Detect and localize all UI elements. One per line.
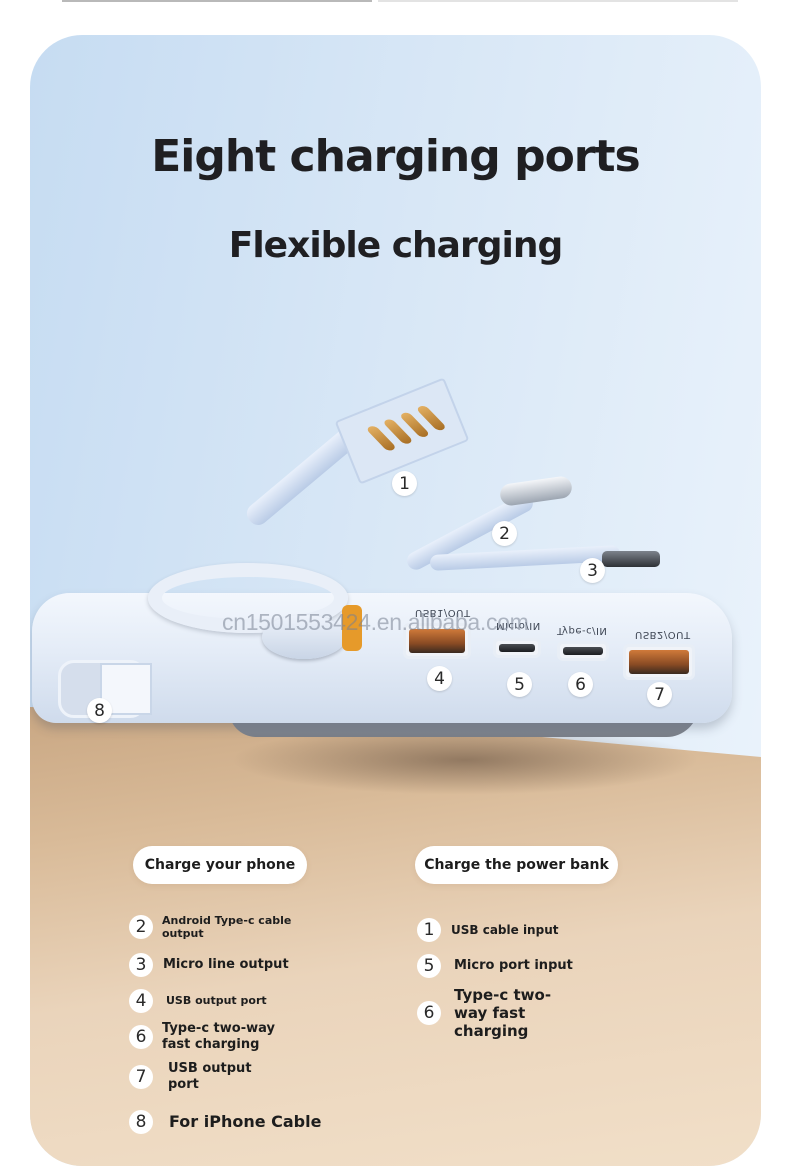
list-item: 2 Android Type-c cable output	[129, 914, 299, 940]
item-text: For iPhone Cable	[169, 1112, 322, 1132]
page-subtitle: Flexible charging	[228, 225, 564, 266]
list-item: 1 USB cable input	[417, 918, 558, 942]
item-number: 7	[129, 1064, 153, 1089]
item-number: 8	[129, 1110, 153, 1134]
item-number: 6	[129, 1024, 153, 1049]
callout-6: 6	[568, 672, 593, 697]
ring-hub	[262, 615, 346, 659]
typec-port	[557, 641, 609, 661]
item-number: 3	[129, 953, 153, 977]
item-number: 4	[129, 989, 153, 1013]
item-text: Type-c two-way fast charging	[162, 1021, 275, 1052]
callout-3: 3	[580, 558, 605, 583]
list-item: 7 USB output port	[129, 1061, 259, 1092]
item-number: 2	[129, 915, 153, 940]
item-text: USB cable input	[451, 922, 559, 937]
item-text: Android Type-c cable output	[162, 914, 292, 941]
product-card: Eight charging ports Flexible charging U…	[30, 35, 761, 1166]
item-text: USB output port	[166, 994, 267, 1008]
port-label-typec: Type-c/IN	[557, 625, 608, 636]
top-divider-right	[378, 0, 738, 2]
item-number: 5	[417, 954, 441, 978]
list-item: 6 Type-c two-way fast charging	[129, 1021, 289, 1052]
callout-8: 8	[87, 698, 112, 723]
callout-1: 1	[392, 471, 417, 496]
orange-button	[342, 605, 362, 651]
callout-2: 2	[492, 521, 517, 546]
callout-5: 5	[507, 672, 532, 697]
page-title: Eight charging ports	[151, 131, 640, 182]
item-text: Type-c two-way fast charging	[454, 986, 552, 1040]
port-label-usb2: USB2/OUT	[635, 629, 691, 640]
list-item: 5 Micro port input	[417, 954, 573, 978]
item-text: USB output port	[168, 1061, 252, 1092]
micro-port	[493, 638, 541, 658]
usb2-port	[623, 644, 695, 680]
callout-7: 7	[647, 682, 672, 707]
list-item: 8 For iPhone Cable	[129, 1110, 321, 1134]
callout-4: 4	[427, 666, 452, 691]
top-divider	[62, 0, 372, 2]
usb1-port	[403, 623, 471, 659]
item-number: 1	[417, 918, 441, 942]
usb-a-plug-icon	[334, 377, 470, 485]
type-c-plug-icon	[498, 475, 574, 507]
item-number: 6	[417, 1001, 441, 1025]
item-text: Micro line output	[163, 957, 289, 973]
micro-usb-plug-icon	[602, 551, 660, 567]
list-item: 6 Type-c two-way fast charging	[417, 986, 577, 1040]
list-item: 3 Micro line output	[129, 953, 289, 977]
watermark: cn1501553424.en.alibaba.com	[222, 609, 529, 635]
charge-phone-heading: Charge your phone	[133, 846, 307, 884]
list-item: 4 USB output port	[129, 989, 267, 1013]
charge-bank-heading: Charge the power bank	[415, 846, 618, 884]
item-text: Micro port input	[454, 958, 573, 974]
